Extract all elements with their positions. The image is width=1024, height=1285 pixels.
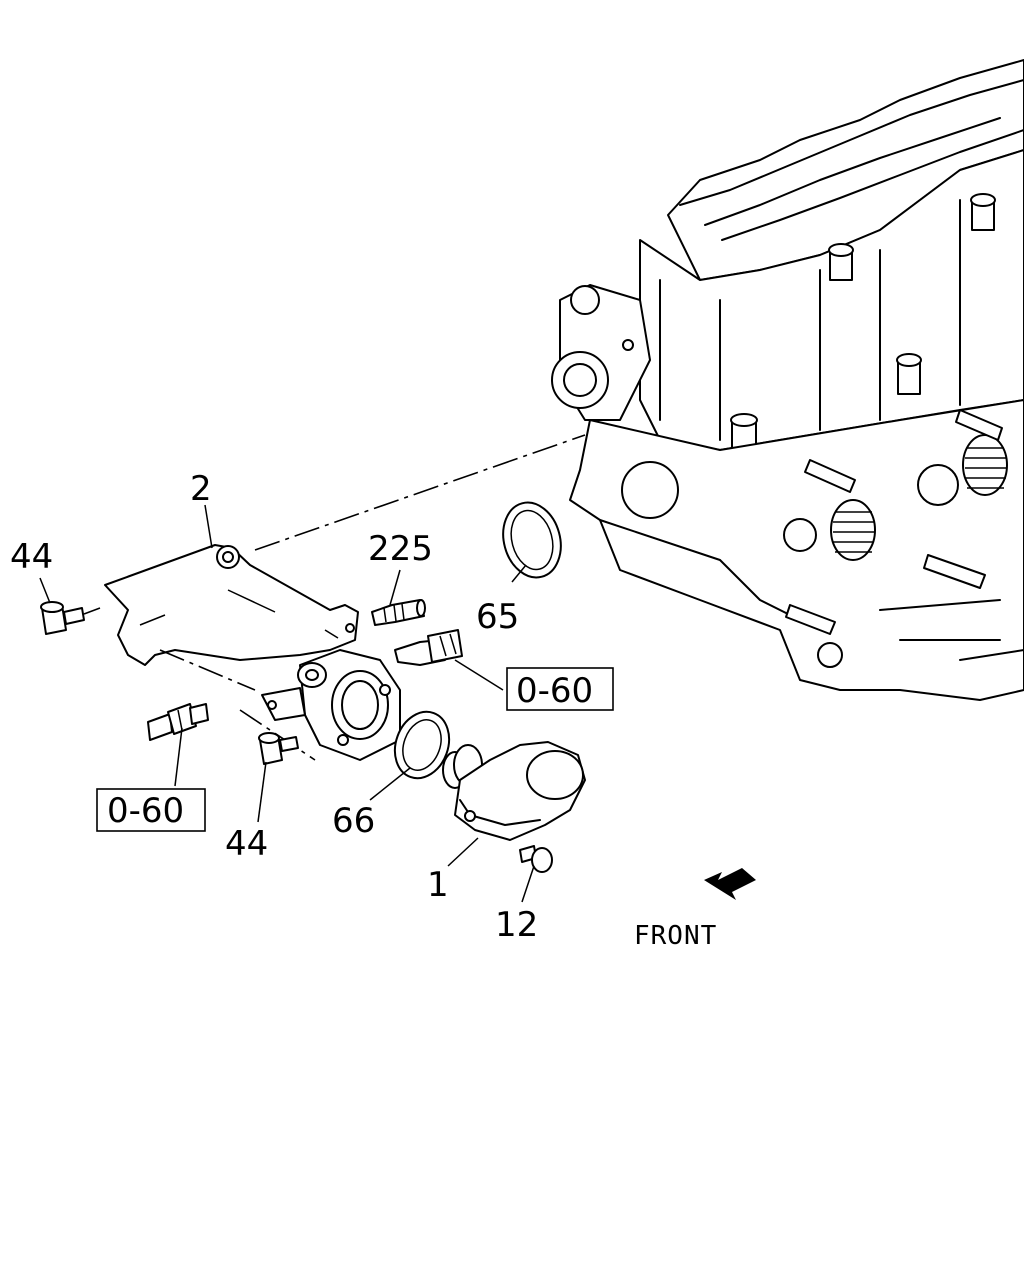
leader-225 [389, 569, 401, 606]
reference-label-left: 0-60 [107, 791, 184, 831]
gasket-66 [393, 710, 451, 780]
callout-part-65: 65 [476, 597, 519, 637]
callout-part-225: 225 [368, 529, 433, 569]
leader-44-top [39, 577, 51, 604]
leader-1 [447, 837, 479, 867]
head-bolt [970, 193, 996, 231]
mounting-centerline [254, 434, 586, 551]
reference-box-right[interactable]: 0-60 [506, 667, 614, 711]
head-bolt [896, 353, 922, 395]
leader-lines [39, 504, 535, 903]
leader-part-2 [204, 504, 213, 549]
gasket-65 [502, 501, 562, 579]
thermostat-housing [261, 649, 401, 761]
temp-sensor-left [147, 703, 209, 741]
head-bolt [828, 243, 854, 281]
callout-part-44-top: 44 [10, 537, 53, 577]
reference-box-left[interactable]: 0-60 [96, 788, 206, 832]
engine-block [551, 59, 1024, 701]
injector [830, 499, 876, 561]
front-label: FRONT [634, 921, 717, 951]
temp-sensor-right [394, 629, 463, 666]
front-direction-arrow-icon [704, 868, 756, 900]
callout-part-12: 12 [495, 905, 538, 945]
leader-ref-right [454, 659, 504, 691]
sensor-225 [371, 599, 426, 626]
callout-part-1: 1 [427, 865, 449, 905]
reference-label-right: 0-60 [516, 671, 593, 711]
leader-44-bottom [257, 761, 267, 823]
bracket-part-2 [104, 544, 359, 666]
front-indicator: FRONT [634, 868, 756, 951]
water-outlet-part-1 [454, 741, 586, 841]
leader-ref-left [174, 727, 183, 787]
callout-part-44-bottom: 44 [225, 824, 268, 864]
leader-65 [511, 564, 527, 583]
bolt-44-top [40, 601, 101, 635]
leader-66 [369, 767, 411, 801]
leader-12 [521, 865, 535, 903]
housing-centerline [159, 649, 256, 691]
injector [962, 434, 1008, 496]
callout-part-2: 2 [190, 469, 212, 509]
bolt-12 [519, 845, 553, 873]
callout-part-66: 66 [332, 801, 375, 841]
bolt-44-bottom [258, 732, 299, 765]
